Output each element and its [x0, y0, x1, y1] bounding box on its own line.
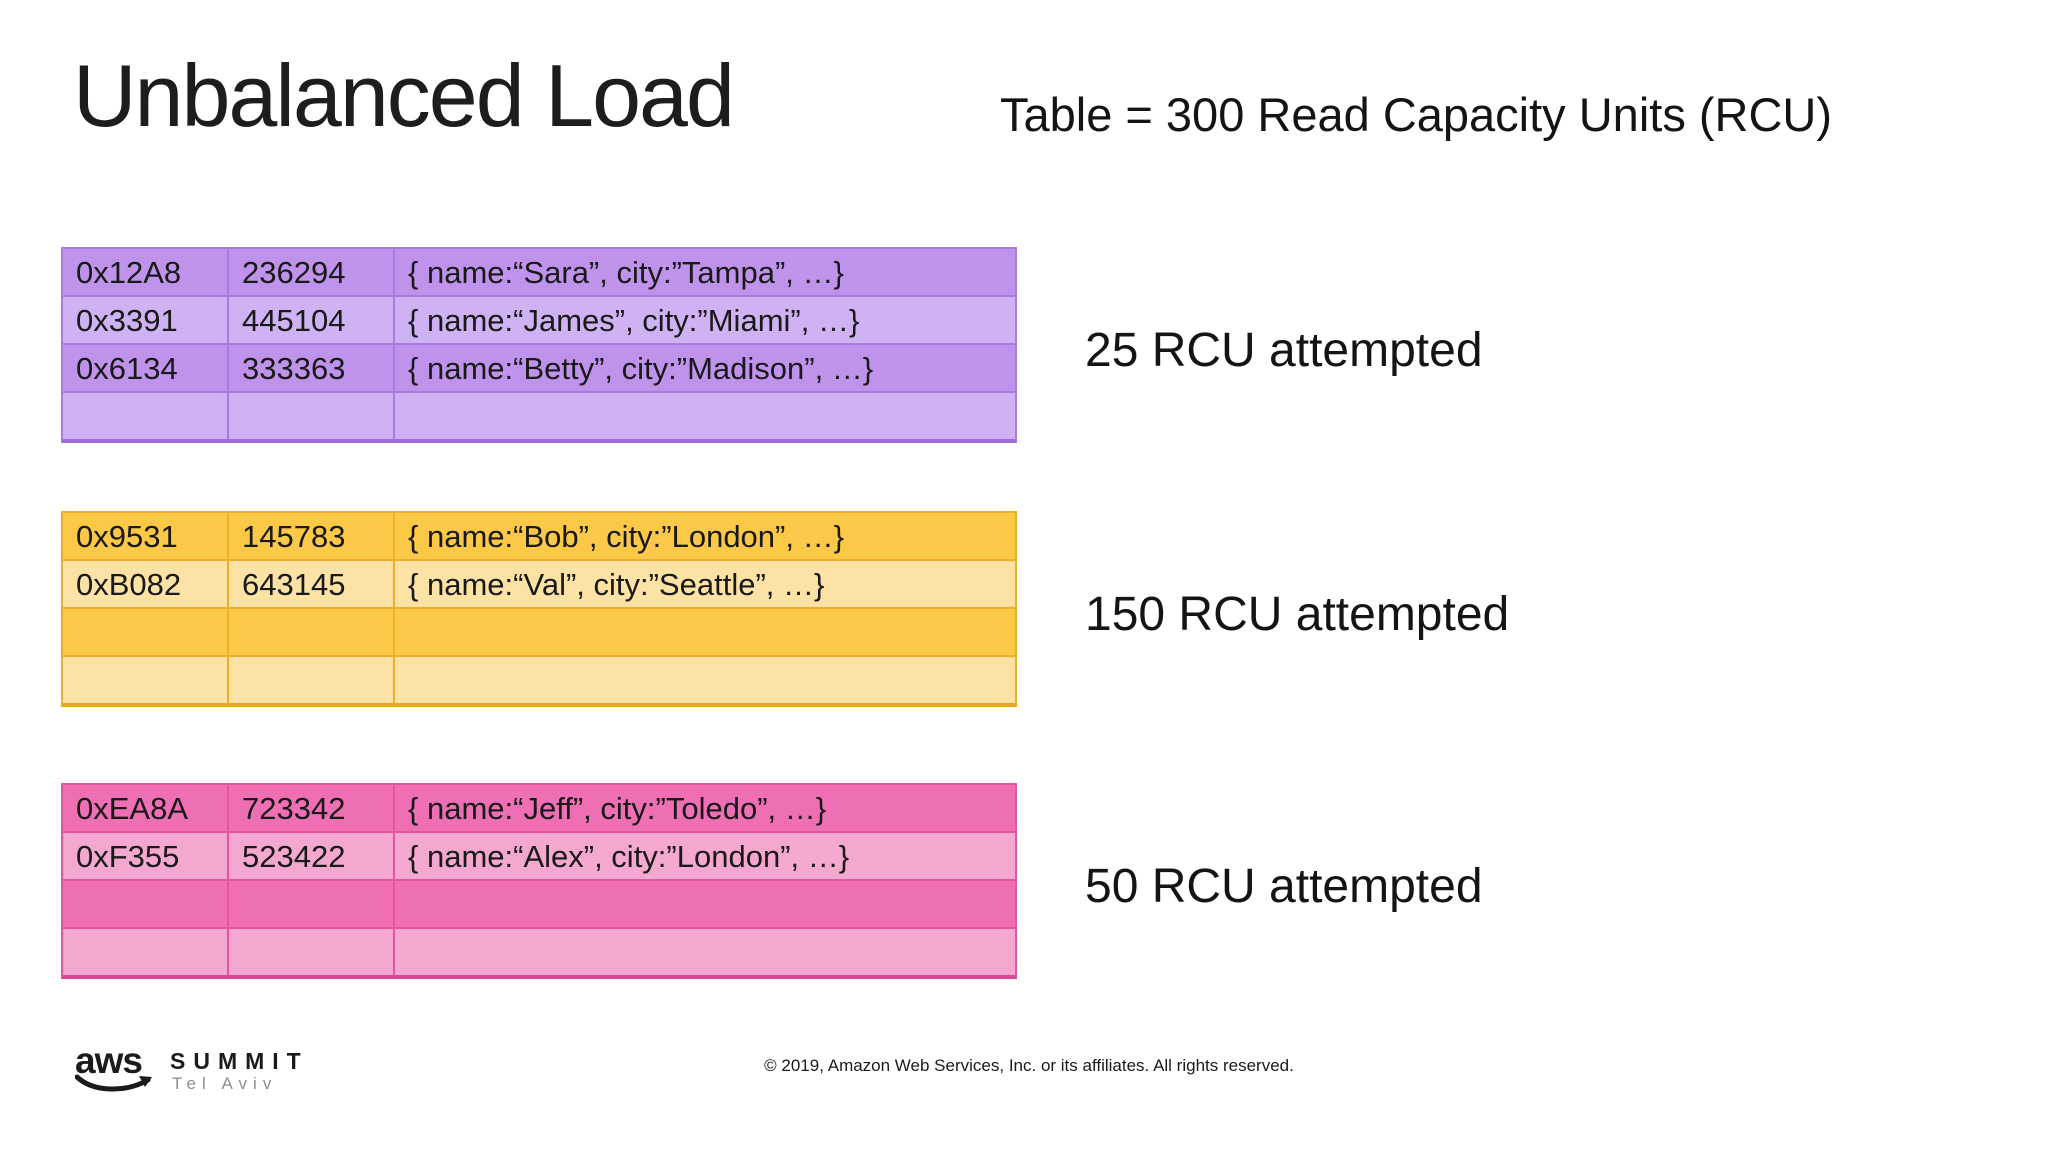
aws-smile-icon	[75, 1074, 152, 1092]
table-cell: { name:“Jeff”, city:”Toledo”, …}	[393, 785, 1015, 831]
table-cell: 723342	[227, 785, 393, 831]
table-cell: { name:“Alex”, city:”London”, …}	[393, 833, 1015, 879]
partition-3: 0xEA8A 723342{ name:“Jeff”, city:”Toledo”…	[61, 783, 1987, 983]
rcu-attempted-label: 25 RCU attempted	[1085, 324, 1483, 377]
table-cell: 0x3391	[76, 303, 178, 338]
table-row	[63, 879, 1015, 927]
summit-city-label: Tel Aviv	[172, 1074, 278, 1093]
table-cell: 0x9531	[76, 519, 178, 554]
partition-2: 0x9531 145783{ name:“Bob”, city:”London”,…	[61, 511, 1987, 711]
rcu-attempted-label: 150 RCU attempted	[1085, 588, 1510, 641]
table-cell	[227, 393, 393, 439]
table-cell: 236294	[227, 249, 393, 295]
partition-table: 0xEA8A 723342{ name:“Jeff”, city:”Toledo”…	[61, 783, 1017, 979]
table-row: 0xB082 643145{ name:“Val”, city:”Seattle”…	[63, 559, 1015, 607]
copyright-text: © 2019, Amazon Web Services, Inc. or its…	[764, 1056, 1294, 1075]
table-cell	[227, 657, 393, 703]
slide-title: Unbalanced Load	[73, 46, 735, 145]
table-row	[63, 655, 1015, 703]
table-cell	[393, 393, 1015, 439]
partition-table: 0x12A8 236294{ name:“Sara”, city:”Tampa”,…	[61, 247, 1017, 443]
table-cell	[227, 881, 393, 927]
table-cell: 333363	[227, 345, 393, 391]
table-row: 0xF355 523422{ name:“Alex”, city:”London”…	[63, 831, 1015, 879]
table-row: 0x6134 333363{ name:“Betty”, city:”Madiso…	[63, 343, 1015, 391]
table-row	[63, 927, 1015, 975]
table-cell	[393, 657, 1015, 703]
table-cell: 0x6134	[76, 351, 178, 386]
table-row: 0xEA8A 723342{ name:“Jeff”, city:”Toledo”…	[63, 785, 1015, 831]
summit-label: SUMMIT	[170, 1048, 309, 1074]
table-cell	[393, 929, 1015, 975]
table-cell	[63, 929, 227, 975]
table-cell: 145783	[227, 513, 393, 559]
table-capacity-heading: Table = 300 Read Capacity Units (RCU)	[1000, 88, 1833, 141]
table-row: 0x3391 445104{ name:“James”, city:”Miami”…	[63, 295, 1015, 343]
table-cell	[63, 881, 227, 927]
table-cell: 0xF355	[76, 839, 180, 874]
aws-logo-text: aws	[75, 1040, 143, 1081]
table-row	[63, 391, 1015, 439]
table-cell	[63, 657, 227, 703]
table-cell: { name:“James”, city:”Miami”, …}	[393, 297, 1015, 343]
partition-1: 0x12A8 236294{ name:“Sara”, city:”Tampa”,…	[61, 247, 1987, 447]
table-cell	[63, 393, 227, 439]
partition-table: 0x9531 145783{ name:“Bob”, city:”London”,…	[61, 511, 1017, 707]
table-cell	[227, 609, 393, 655]
table-cell: 0xB082	[76, 567, 182, 602]
table-cell: { name:“Betty”, city:”Madison”, …}	[393, 345, 1015, 391]
aws-summit-logo: aws SUMMIT Tel Aviv	[75, 1040, 305, 1104]
table-cell: 0x12A8	[76, 255, 182, 290]
table-cell: 0xEA8A	[76, 791, 189, 826]
table-cell	[63, 609, 227, 655]
table-cell: 643145	[227, 561, 393, 607]
table-row: 0x12A8 236294{ name:“Sara”, city:”Tampa”,…	[63, 249, 1015, 295]
table-row: 0x9531 145783{ name:“Bob”, city:”London”,…	[63, 513, 1015, 559]
table-cell: { name:“Val”, city:”Seattle”, …}	[393, 561, 1015, 607]
table-cell: { name:“Bob”, city:”London”, …}	[393, 513, 1015, 559]
table-cell: { name:“Sara”, city:”Tampa”, …}	[393, 249, 1015, 295]
table-cell: 445104	[227, 297, 393, 343]
table-cell	[393, 881, 1015, 927]
table-row	[63, 607, 1015, 655]
table-cell: 523422	[227, 833, 393, 879]
table-cell	[393, 609, 1015, 655]
table-cell	[227, 929, 393, 975]
rcu-attempted-label: 50 RCU attempted	[1085, 860, 1483, 913]
